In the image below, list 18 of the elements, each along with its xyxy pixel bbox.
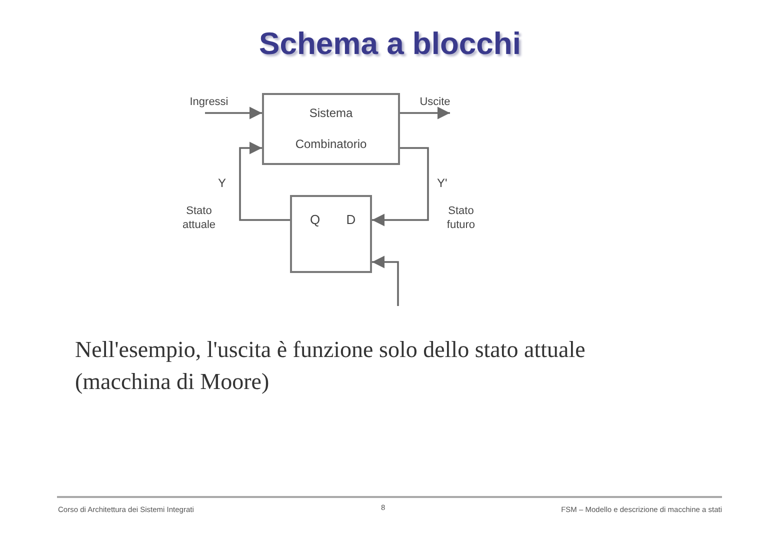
pin-label: Q: [308, 212, 322, 228]
combinational-block: [262, 93, 400, 165]
clock-arrow: [372, 256, 399, 306]
flip-flop-block: [290, 195, 372, 273]
body-text: Nell'esempio, l'uscita è funzione solo dello stato attuale (macchina di Moore): [75, 336, 586, 396]
signal-label: Y': [437, 176, 448, 190]
arrow: [239, 142, 290, 221]
signal-label: Y: [218, 176, 226, 190]
arrow: [372, 147, 429, 226]
block-label: Sistema Combinatorio: [294, 105, 368, 153]
slide-title: Schema a blocchi: [259, 26, 521, 62]
input-label: Ingressi: [176, 96, 242, 113]
pin-label: D: [345, 212, 357, 228]
output-label: Uscite: [414, 96, 456, 113]
arrow: [205, 106, 262, 120]
state-label: Stato futuro: [446, 204, 476, 232]
arrow: [400, 106, 450, 120]
state-label: Stato attuale: [181, 204, 217, 232]
